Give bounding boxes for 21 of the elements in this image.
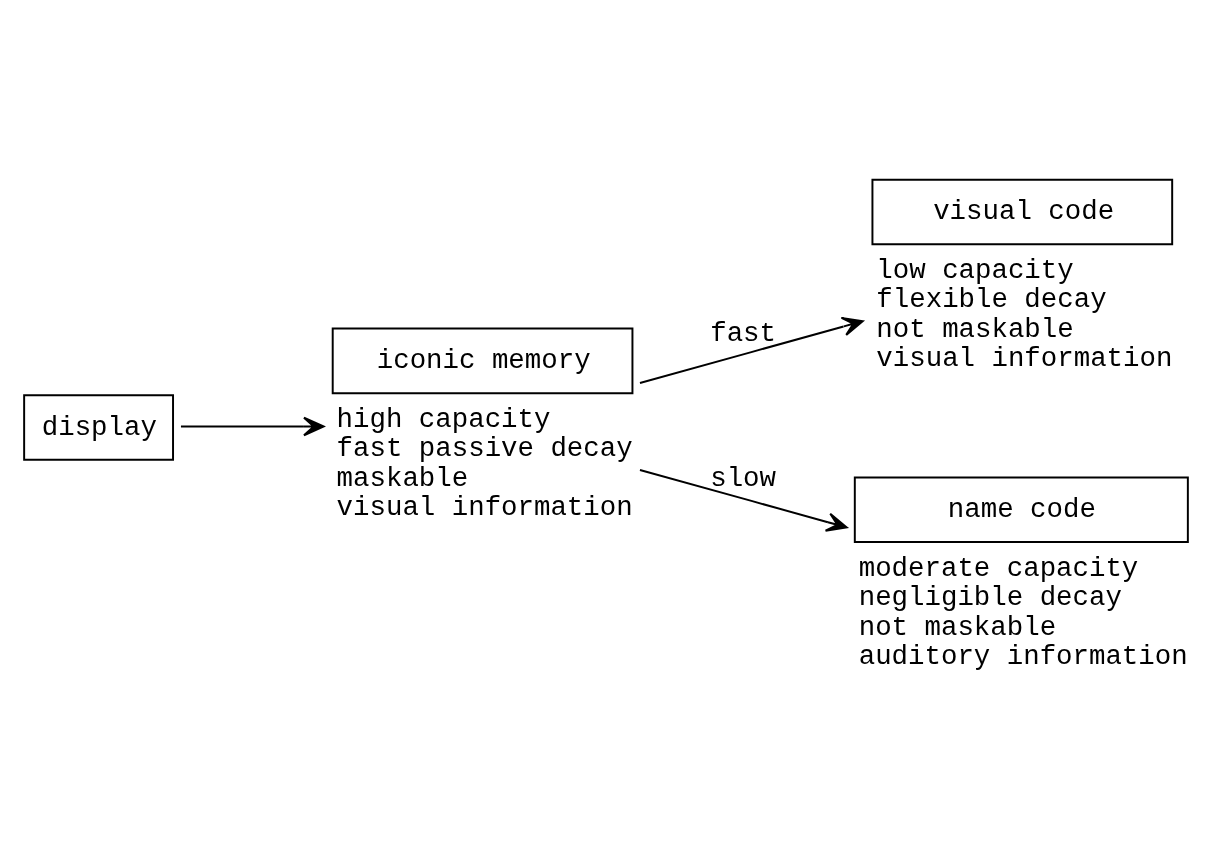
node-box: iconic memory bbox=[331, 327, 634, 394]
node-box: display bbox=[23, 393, 174, 461]
node-label: not maskable bbox=[876, 313, 1074, 345]
node-box: visual code bbox=[871, 178, 1174, 245]
node-label: visual information bbox=[336, 491, 633, 523]
node-label: high capacity bbox=[336, 403, 551, 435]
node-label: visual information bbox=[876, 342, 1173, 374]
arrow bbox=[639, 468, 848, 532]
node-label: low capacity bbox=[876, 254, 1074, 286]
node-label: moderate capacity bbox=[858, 552, 1139, 584]
arrow bbox=[639, 316, 864, 384]
node-label: maskable bbox=[336, 462, 469, 494]
node-box: name code bbox=[853, 475, 1189, 543]
node-label: fast passive decay bbox=[336, 432, 633, 464]
arrow bbox=[179, 416, 325, 436]
node-label: flexible decay bbox=[876, 283, 1107, 315]
node-label: auditory information bbox=[858, 640, 1188, 672]
edge-label: slow bbox=[710, 462, 777, 494]
edge-label: fast bbox=[710, 317, 777, 349]
node-label: negligible decay bbox=[858, 581, 1122, 613]
node-label: not maskable bbox=[858, 611, 1057, 643]
